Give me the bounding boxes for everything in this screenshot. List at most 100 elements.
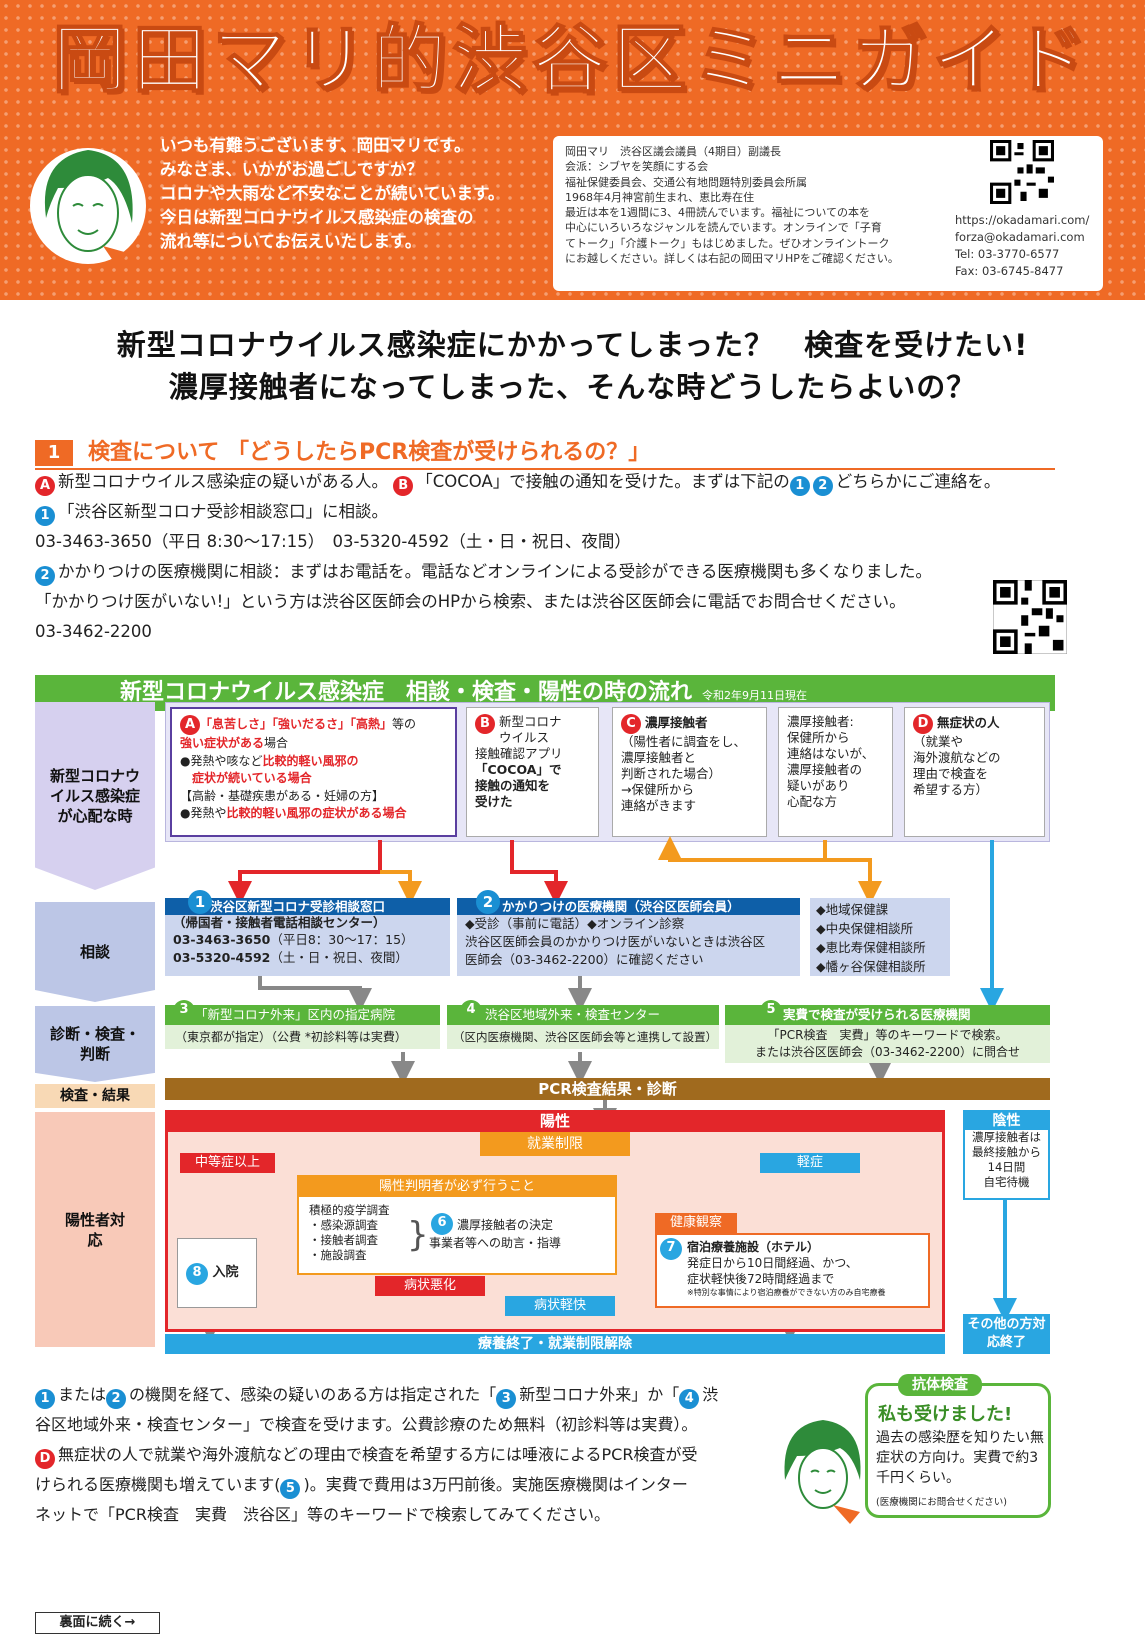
step-worried: 新型コロナウイルス感染症が心配な時 (35, 702, 155, 890)
text: または渋谷区医師会（03-3462-2200）に問合せ (754, 1045, 1020, 1059)
text: （平日8：30〜17：15） (270, 932, 414, 947)
step-diagnose: 診断・検査・判断 (35, 1006, 155, 1082)
worse-label: 病状悪化 (375, 1276, 485, 1296)
text: 14日間 (987, 1160, 1026, 1174)
antibody-note: (医療機関にお問合せください) (876, 1497, 1007, 1508)
greeting-line: みなさま、いかがお過ごしですか？ (160, 160, 423, 179)
badge-a: A (35, 476, 55, 496)
profile-line: てトーク」「介護トーク」もはじめました。ぜひオンライントーク (565, 236, 890, 250)
case-c-box: C 濃厚接触者 （陽性者に調査をし、濃厚接触者と判断された場合）→保健所から連絡… (612, 707, 767, 837)
consult-1-box: 渋谷区新型コロナ受診相談窓口 （帰国者・接触者電話相談センター） 03-3463… (165, 898, 450, 976)
end-bar: 療養終了・就業制限解除 (165, 1334, 945, 1354)
text: の機関を経て、感染の疑いのある方は指定された「 (129, 1385, 497, 1404)
greeting-line: いつも有難うございます、岡田マリです。 (160, 136, 471, 155)
badge-5: 5 (760, 1000, 782, 1022)
text: ◆受診（事前に電話）◆オンライン診察 (465, 916, 685, 931)
greeting-text: いつも有難うございます、岡田マリです。 みなさま、いかがお過ごしですか？ コロナ… (160, 134, 540, 254)
text: 新型コロナ外来」か「 (519, 1385, 680, 1404)
text: 渋 (702, 1385, 719, 1404)
badge-5: 5 (280, 1479, 301, 1499)
badge-d: D (913, 714, 933, 734)
qr-code-icon[interactable] (993, 580, 1067, 654)
portrait-small-illustration (784, 1420, 861, 1524)
text: )。実費で費用は3万円前後。実施医療機関はインター (303, 1475, 688, 1494)
website-link[interactable]: https://okadamari.com/ (955, 213, 1090, 227)
hotel-7-title: 宿泊療養施設（ホテル） (687, 1240, 820, 1254)
badge-3: 3 (496, 1389, 517, 1409)
phone-number: 03-3463-3650 (173, 932, 271, 947)
text: （帰国者・接触者電話相談センター） (173, 915, 386, 930)
section-rule (35, 468, 1055, 470)
text: 濃厚接触者の (787, 762, 863, 777)
tel-number: Tel: 03-3770-6577 (955, 247, 1060, 261)
text: 連絡はないが、 (787, 746, 875, 761)
text: ●発熱や (180, 806, 227, 820)
text: 新型コロナ (499, 714, 562, 729)
text: 症状軽快後72時間経過まで (687, 1272, 835, 1286)
badge-1: 1 (789, 476, 810, 496)
step-label: 検査・結果 (60, 1088, 130, 1104)
step-label: 診断・検査・判断 (50, 1025, 141, 1063)
profile-line: 最近は本を1週間に3、4冊読んでいます。福祉についての本を (565, 206, 871, 220)
phone-numbers: 03-3463-3650（平日 8:30〜17:15） 03-5320-4592… (35, 532, 631, 551)
text: （陽性者に調査をし、 (621, 734, 747, 749)
text: （東京都が指定）（公費 *初診料等は実費） (165, 1025, 440, 1049)
private-5-title: 実費で検査が受けられる医療機関 (725, 1005, 1050, 1025)
text: 【高齢・基礎疾患がある・妊婦の方】 (180, 788, 385, 803)
text: または (58, 1385, 107, 1404)
text: かかりつけの医療機関に相談：まずはお電話を。電話などオンラインによる受診ができる… (58, 562, 932, 581)
antibody-title: 私も受けました! (878, 1404, 1013, 1425)
continue-button[interactable]: 裏面に続く→ (35, 1612, 160, 1634)
list-item: ◆中央保健相談所 (816, 921, 914, 936)
email-link[interactable]: forza@okadamari.com (955, 230, 1085, 244)
fax-number: Fax: 03-6745-8477 (955, 264, 1064, 278)
text: 発症日から10日間経過、かつ、 (687, 1256, 858, 1270)
positive-label: 陽性 (539, 1112, 570, 1130)
text: 疑いがあり (787, 778, 850, 793)
moderate-label: 中等症以上 (180, 1153, 275, 1173)
text: 谷区地域外来・検査センター」で検査を受けます。公費診療のため無料（初診料等は実費… (35, 1415, 698, 1434)
text: 積極的疫学調査 (309, 1203, 390, 1217)
text: 海外渡航などの (913, 750, 1001, 765)
center-4-title: 渋谷区地域外来・検査センター (447, 1005, 719, 1025)
work-restriction: 就業制限 (480, 1132, 630, 1156)
text: （土・日・祝日、夜間） (270, 950, 408, 965)
profile-line: 1968年4月神宮前生まれ、恵比寿在住 (565, 190, 755, 204)
step-label: 相談 (79, 943, 110, 961)
text: 連絡がきます (621, 798, 697, 813)
list-item: ◆地域保健課 (816, 902, 889, 917)
badge-2: 2 (106, 1389, 127, 1409)
consult-1-title: 渋谷区新型コロナ受診相談窓口 (165, 898, 450, 915)
private-5-box: 実費で検査が受けられる医療機関 「PCR検査 実費」等のキーワードで検索。または… (725, 1005, 1050, 1063)
profile-text: 岡田マリ 渋谷区議会議員（4期目）副議長 会派：シブヤを笑顔にする会 福祉保健委… (565, 144, 945, 266)
hospital-8-box: 8 入院 (177, 1238, 257, 1308)
contact-info: https://okadamari.com/ forza@okadamari.c… (955, 212, 1103, 280)
text: 濃厚接触者: (787, 714, 854, 729)
text: ・感染源調査 (309, 1218, 378, 1232)
text: （就業や (913, 734, 964, 749)
text: →保健所から (621, 782, 694, 797)
profile-line: 中心にいろいろなジャンルを読んでいます。オンラインで「子育 (565, 221, 882, 235)
phone-number: 03-5320-4592 (173, 950, 271, 965)
badge-1: 1 (188, 890, 212, 914)
text: 等の (392, 717, 417, 731)
hospital-title: 入院 (212, 1265, 239, 1280)
portrait-illustration (30, 148, 146, 268)
better-label: 病状軽快 (505, 1296, 615, 1316)
case-b-box: B 新型コロナウイルス接触確認アプリ 「COCOA」で接触の通知を受けた (466, 707, 599, 837)
list-item: ◆幡ヶ谷保健相談所 (816, 959, 926, 974)
text: （区内医療機関、渋谷区医師会等と連携して設置） (447, 1025, 719, 1049)
text: 自宅待機 (983, 1175, 1030, 1189)
headline-2: 濃厚接触者になってしまった、そんな時どうしたらよいの？ (168, 370, 977, 404)
step-positive: 陽性者対応 (35, 1112, 155, 1347)
text: 「COCOA」で (475, 762, 562, 777)
text: ●発熱や咳など (180, 753, 263, 768)
text: 濃厚接触者の決定 (457, 1218, 554, 1232)
qr-code-icon[interactable] (990, 140, 1054, 204)
badge-3: 3 (173, 1000, 195, 1022)
text: 「PCR検査 実費」等のキーワードで検索。 (767, 1028, 1008, 1042)
profile-line: 会派：シブヤを笑顔にする会 (565, 160, 709, 174)
text: ・施設調査 (309, 1248, 367, 1262)
